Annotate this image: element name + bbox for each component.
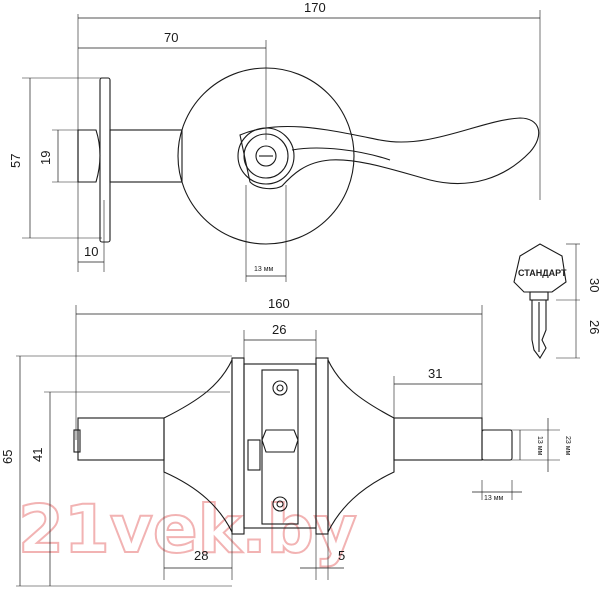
dim-65: 65 (0, 450, 15, 464)
top-view (22, 10, 541, 282)
dim-26: 26 (272, 322, 286, 337)
dim-41: 41 (30, 448, 45, 462)
dim-70: 70 (164, 30, 178, 45)
dim-13mm-spindle: 13 мм (536, 436, 543, 456)
dim-23mm-spindle: 23 мм (564, 436, 571, 456)
dim-28: 28 (194, 548, 208, 563)
watermark: 21vek.by (18, 491, 357, 568)
dim-key-30: 30 (587, 278, 600, 292)
dim-10: 10 (84, 244, 98, 259)
dim-key-26: 26 (587, 320, 600, 334)
dim-170: 170 (304, 0, 326, 15)
dim-31: 31 (428, 366, 442, 381)
dim-19: 19 (38, 151, 53, 165)
dim-5: 5 (338, 548, 345, 563)
dim-160: 160 (268, 296, 290, 311)
key-brand: СТАНДАРТ (518, 268, 567, 278)
key (513, 243, 580, 359)
dim-13mm-cylinder: 13 мм (254, 266, 274, 273)
side-view (16, 305, 560, 587)
dim-57: 57 (8, 154, 23, 168)
dim-13mm-spindle-width: 13 мм (484, 495, 504, 502)
